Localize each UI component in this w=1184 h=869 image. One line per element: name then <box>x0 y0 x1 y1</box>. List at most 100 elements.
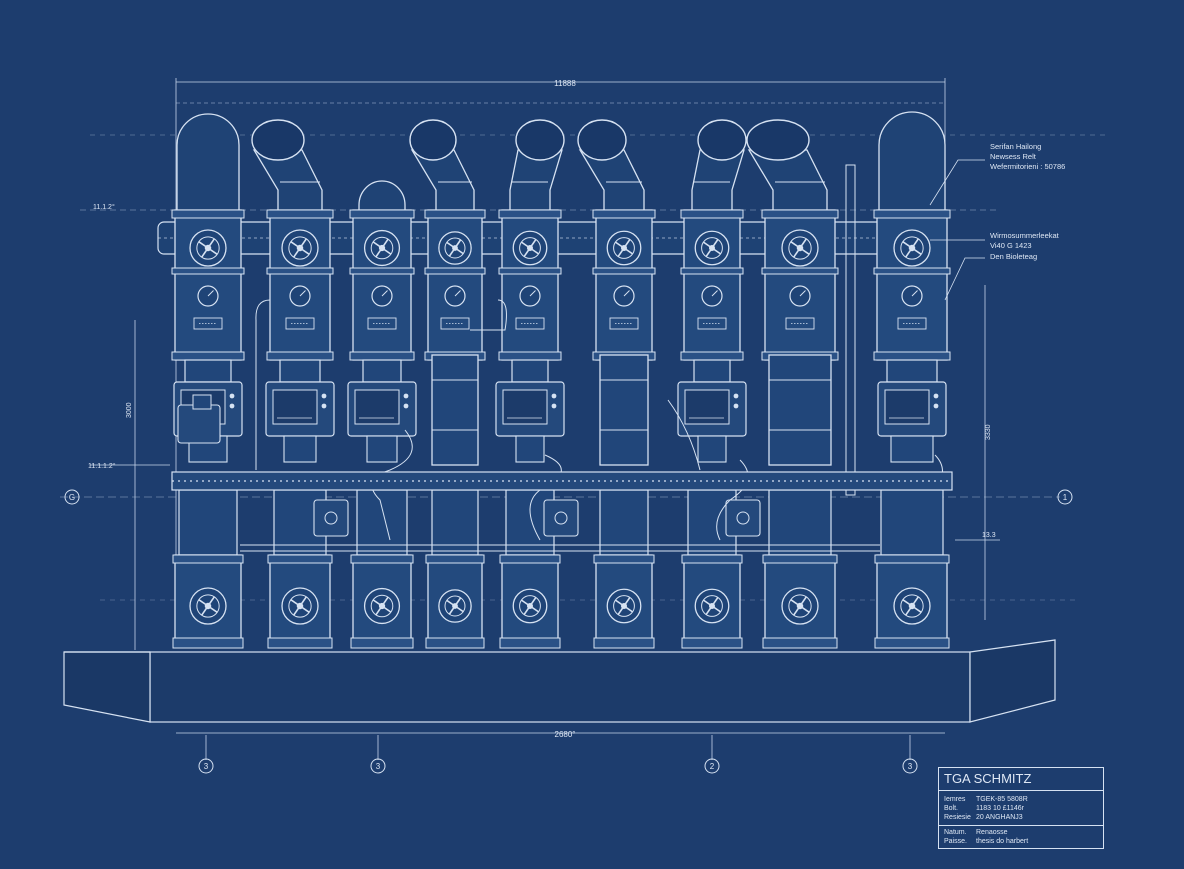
title-block-label: Iemres <box>944 796 966 803</box>
label-plate <box>440 317 470 330</box>
housing-flange <box>266 351 334 361</box>
label-plate <box>515 317 545 330</box>
dimension-left-mid: 3000 <box>126 402 133 418</box>
base-plinth <box>63 639 1056 723</box>
title-block-value: 20 ANGHANJ3 <box>976 814 1023 821</box>
housing-flange <box>873 209 951 219</box>
housing-flange <box>498 351 562 361</box>
pump-motor-icon <box>362 359 402 383</box>
housing-flange <box>425 637 485 649</box>
grid-marker-bottom-label-4: 3 <box>908 762 913 771</box>
valve-wheel-icon <box>893 587 931 625</box>
grid-marker-bottom-1 <box>198 758 214 774</box>
pipe-column <box>577 119 656 649</box>
housing-flange <box>592 209 656 219</box>
title-block-footer-label: Paisse. <box>944 838 967 845</box>
housing-flange <box>171 351 245 361</box>
valve-wheel-icon <box>281 229 319 267</box>
label-plate <box>697 317 727 330</box>
control-panel-icon <box>347 381 417 437</box>
housing-flange <box>350 554 414 564</box>
valve-wheel-icon <box>781 229 819 267</box>
title-block-title: TGA SCHMITZ <box>939 768 1103 791</box>
grid-marker-right-label: 1 <box>1063 493 1068 502</box>
title-block-footer-row: Paisse. thesis do harbert <box>939 837 1103 846</box>
pump-motor-icon <box>279 359 321 383</box>
callout-1-line-2: Newsess Relt <box>990 152 1037 161</box>
title-block-footer-label: Natum. <box>944 829 967 836</box>
lower-pipe <box>880 489 944 556</box>
valve-wheel-icon <box>781 587 819 625</box>
junction-box <box>313 499 349 537</box>
valve-wheel-icon <box>694 230 730 266</box>
housing-flange <box>349 209 415 219</box>
label-plate <box>609 317 639 330</box>
housing-flange <box>680 209 744 219</box>
title-block-label: Resiesie <box>944 814 971 821</box>
housing-flange <box>681 554 743 564</box>
housing-flange <box>267 637 333 649</box>
pump-motor-icon <box>886 359 938 383</box>
title-block-footer-value: thesis do harbert <box>976 838 1029 845</box>
dimension-left-top: 11.1.2° <box>93 203 115 211</box>
housing-flange <box>498 267 562 275</box>
valve-wheel-icon <box>438 589 472 623</box>
valve-wheel-icon <box>512 588 548 624</box>
pump-base <box>697 435 727 463</box>
housing-flange <box>874 554 950 564</box>
valve-wheel-icon <box>893 229 931 267</box>
housing-flange <box>498 209 562 219</box>
pipe-bend <box>176 113 240 215</box>
pressure-gauge-icon <box>789 285 811 307</box>
housing-flange <box>874 637 950 649</box>
housing-flange <box>762 554 838 564</box>
pipe-dome <box>358 180 406 215</box>
grid-marker-right <box>1057 489 1073 505</box>
pipe-opening <box>409 119 457 161</box>
connection-tube <box>470 299 507 331</box>
pipe-column <box>495 119 579 649</box>
housing-flange <box>873 267 951 275</box>
housing-flange <box>593 554 655 564</box>
junction-box <box>543 499 579 537</box>
housing-flange <box>349 267 415 275</box>
junction-box <box>725 499 761 537</box>
valve-wheel-icon <box>512 230 548 266</box>
dimension-left-lower: 11.1.1.2° <box>88 462 116 470</box>
pipe-opening <box>515 119 565 161</box>
grid-marker-bottom-label-1: 3 <box>204 762 209 771</box>
callout-2-line-3: Den Bioleteag <box>990 252 1037 261</box>
grid-marker-left-label: G <box>69 493 75 502</box>
housing-flange <box>424 267 486 275</box>
label-plate <box>285 317 315 330</box>
lower-pipe <box>431 489 479 556</box>
pressure-gauge-icon <box>444 285 466 307</box>
title-block-row: Iemres TGEK-85 5808R <box>939 795 1103 804</box>
pipe-column <box>409 119 486 649</box>
dimension-right-lower: 13.3 <box>982 532 996 539</box>
grid-marker-bottom-label-3: 2 <box>710 762 715 771</box>
valve-wheel-icon <box>606 588 642 624</box>
housing-flange <box>171 209 245 219</box>
pressure-gauge-icon <box>701 285 723 307</box>
title-block: TGA SCHMITZ Iemres TGEK-85 5808R Bolt. 1… <box>938 767 1104 849</box>
pressure-gauge-icon <box>519 285 541 307</box>
connection-tube <box>667 399 701 471</box>
title-block-row: Resiesie 20 ANGHANJ3 <box>939 813 1103 822</box>
valve-wheel-icon <box>281 587 319 625</box>
lower-pipe <box>768 489 832 556</box>
valve-wheel-icon <box>363 587 401 625</box>
housing-flange <box>873 351 951 361</box>
label-plate <box>193 317 223 330</box>
pipe-bend <box>878 111 946 215</box>
label-plate <box>785 317 815 330</box>
pump-base <box>283 435 317 463</box>
housing-flange <box>499 554 561 564</box>
pipe-column <box>746 119 839 649</box>
valve-wheel-icon <box>363 229 401 267</box>
housing-flange <box>425 554 485 564</box>
housing-flange <box>171 267 245 275</box>
title-block-footer-value: Renaosse <box>976 829 1008 836</box>
